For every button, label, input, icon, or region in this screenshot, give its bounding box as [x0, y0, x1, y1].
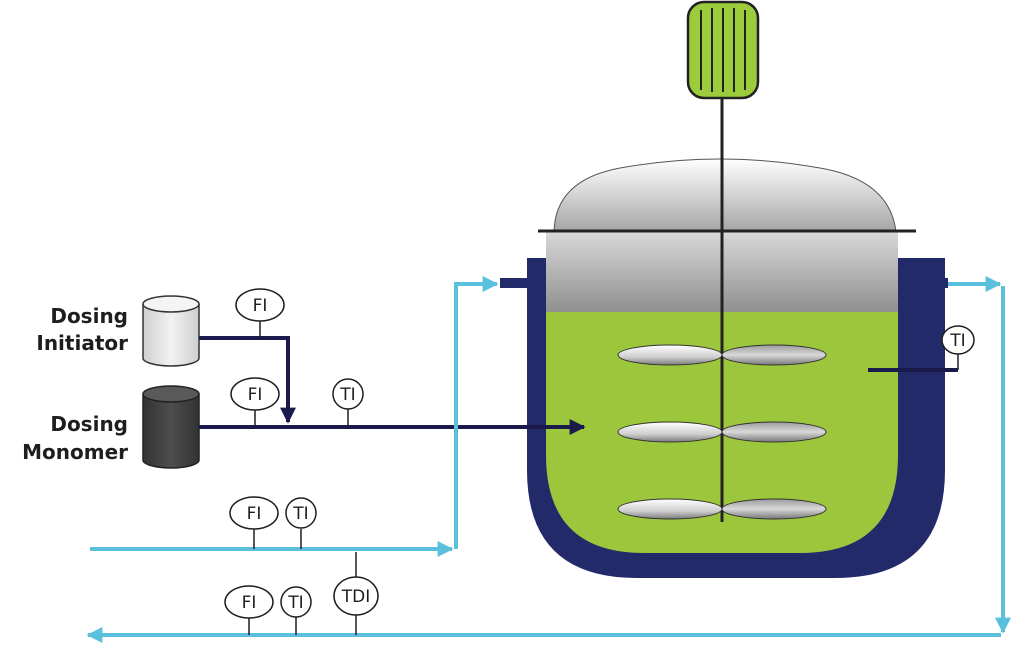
initiator-feed-line — [199, 336, 296, 424]
tdi-coolant-label: TDI — [341, 587, 371, 607]
monomer-tank — [142, 385, 200, 469]
agitator-motor — [686, 0, 760, 100]
ti-coolant-in-label: TI — [292, 504, 308, 524]
initiator-tank — [142, 295, 200, 367]
initiator-label-line2: Initiator — [36, 331, 128, 355]
fi-coolant-in: FI — [229, 496, 279, 530]
ti-feed: TI — [332, 378, 364, 410]
monomer-label-line2: Monomer — [22, 440, 128, 464]
vessel-dome — [553, 158, 897, 233]
fi-coolant-out: FI — [224, 585, 274, 619]
ti-feed-label: TI — [339, 385, 355, 405]
ti-coolant-out-label: TI — [287, 593, 303, 613]
fi-monomer-label: FI — [248, 385, 263, 405]
impeller-blades — [617, 344, 827, 520]
ti-reactor-label: TI — [949, 331, 965, 351]
initiator-label-line1: Dosing — [50, 304, 128, 328]
ti-coolant-out: TI — [280, 586, 312, 618]
ti-reactor: TI — [941, 325, 975, 355]
monomer-label-line1: Dosing — [50, 412, 128, 436]
agitator — [617, 0, 827, 522]
fi-initiator: FI — [235, 288, 285, 322]
ti-coolant-in: TI — [285, 497, 317, 529]
jacket-inlet-nozzle — [500, 278, 530, 288]
tdi-coolant: TDI — [333, 576, 379, 616]
fi-coolant-out-label: FI — [242, 593, 257, 613]
coolant-riser-line — [454, 276, 499, 549]
fi-monomer: FI — [230, 377, 280, 411]
fi-initiator-label: FI — [253, 296, 268, 316]
fi-coolant-in-label: FI — [247, 504, 262, 524]
